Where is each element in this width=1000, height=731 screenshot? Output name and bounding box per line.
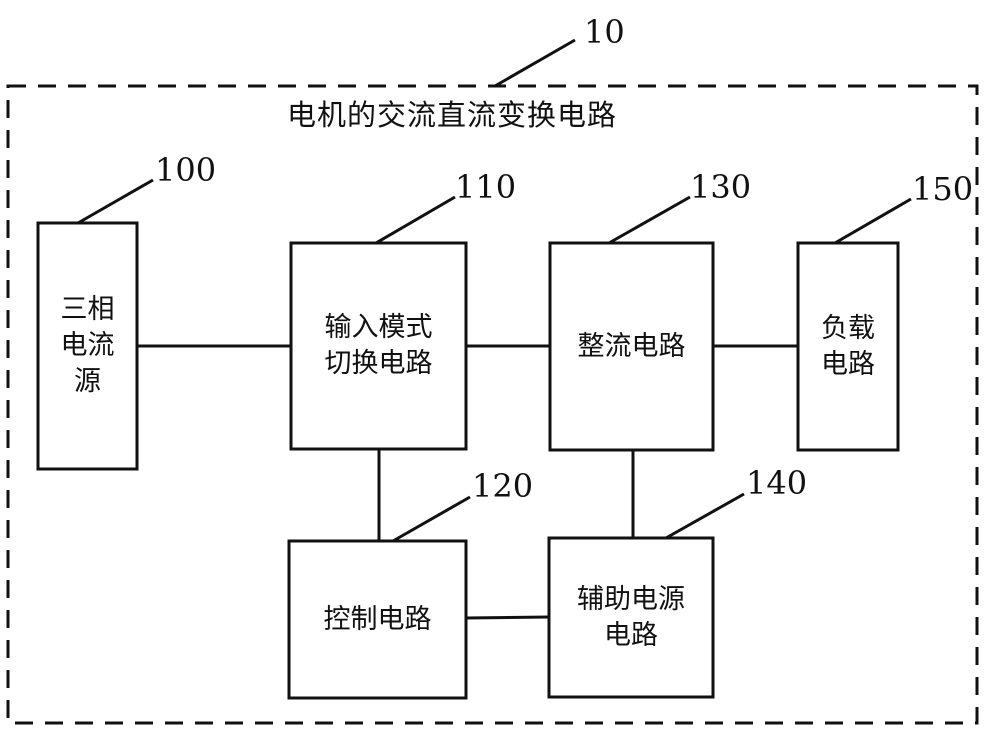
outer-ref-leader xyxy=(494,38,576,88)
load-label-line-2: 电路 xyxy=(821,348,875,380)
rectifier-label-line-1: 整流电路 xyxy=(577,330,686,362)
control-label-line-1: 控制电路 xyxy=(323,603,432,635)
source-label: 三相 电流 源 xyxy=(38,223,137,469)
aux-power-label-line-2: 电路 xyxy=(604,619,658,651)
switch-label-line-1: 输入模式 xyxy=(324,312,433,344)
outer-dashed-boundary xyxy=(6,84,979,725)
outer-ref-number: 10 xyxy=(584,13,625,51)
switch-label: 输入模式 切换电路 xyxy=(291,243,466,449)
load-ref-number: 150 xyxy=(912,170,974,208)
wire-control-aux xyxy=(465,615,550,620)
load-label-line-1: 负载 xyxy=(821,312,875,344)
leader-switch xyxy=(375,195,456,245)
leader-source xyxy=(77,178,154,225)
load-label: 负载 电路 xyxy=(798,243,898,450)
rectifier-label: 整流电路 xyxy=(550,243,713,450)
aux-power-ref-number: 140 xyxy=(746,464,808,502)
rectifier-ref-number: 130 xyxy=(690,168,752,206)
control-label: 控制电路 xyxy=(289,541,466,698)
diagram-title: 电机的交流直流变换电路 xyxy=(287,98,618,132)
source-ref-number: 100 xyxy=(155,151,217,189)
leader-aux-power xyxy=(665,492,745,540)
leader-control xyxy=(392,495,471,543)
leader-load xyxy=(834,197,912,245)
switch-ref-number: 110 xyxy=(455,168,517,206)
control-ref-number: 120 xyxy=(472,467,534,505)
source-label-line-2: 电流 xyxy=(60,330,115,362)
aux-power-label: 辅助电源 电路 xyxy=(549,538,713,697)
leader-rectifier xyxy=(608,195,691,245)
source-label-line-3: 源 xyxy=(74,365,101,397)
source-label-line-1: 三相 xyxy=(60,294,115,326)
aux-power-label-line-1: 辅助电源 xyxy=(577,583,685,615)
switch-label-line-2: 切换电路 xyxy=(324,348,433,379)
